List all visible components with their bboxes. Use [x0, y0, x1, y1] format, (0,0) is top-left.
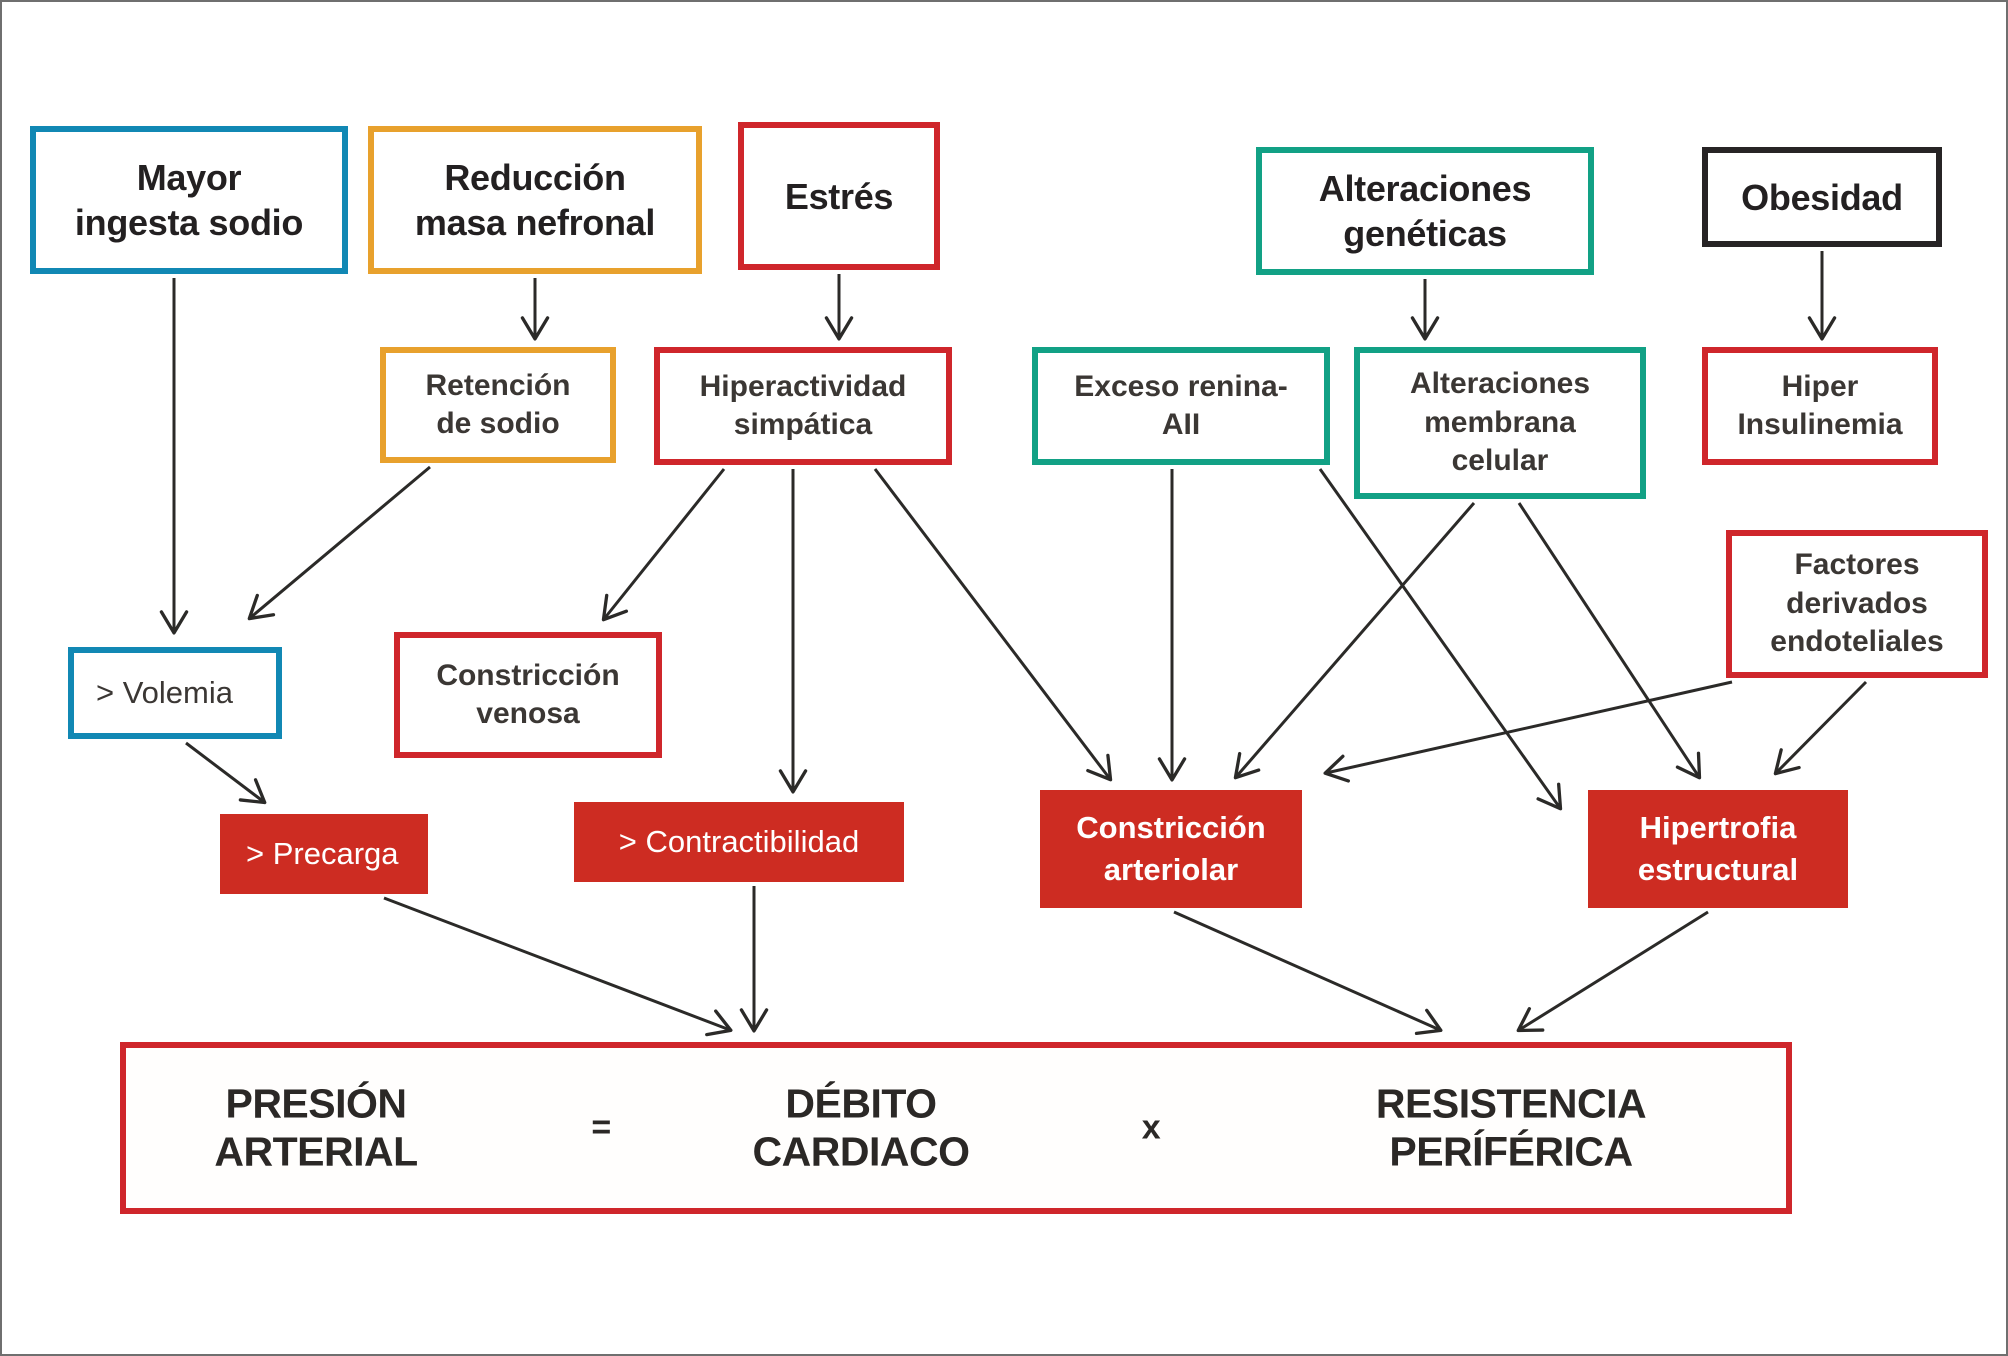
node-constriccion-arteriolar: Constricción arteriolar	[1040, 790, 1302, 908]
node-label: Mayor ingesta sodio	[74, 157, 304, 243]
arrow-hiperactividad-to-venosa	[601, 468, 726, 622]
equation-box: PRESIÓN ARTERIAL = DÉBITO CARDIACO x RES…	[120, 1042, 1792, 1214]
node-hipertrofia-estructural: Hipertrofia estructural	[1588, 790, 1848, 908]
equation-times-sign: x	[1141, 1108, 1161, 1147]
node-factores-derivados-endoteliales: Factores derivados endoteliales	[1726, 530, 1988, 678]
node-retencion-sodio: Retención de sodio	[380, 347, 616, 463]
node-label: > Volemia	[96, 674, 234, 710]
node-label: Estrés	[784, 175, 894, 217]
arrow-hipertrofia-to-equation	[1516, 910, 1709, 1033]
node-label: Obesidad	[1741, 176, 1903, 218]
node-label: Alteraciones genéticas	[1318, 168, 1532, 254]
node-estres: Estrés	[738, 122, 940, 270]
node-label: Reducción masa nefronal	[414, 157, 656, 243]
arrow-precarga-to-equation	[383, 896, 733, 1037]
node-exceso-renina-aii: Exceso renina- AII	[1032, 347, 1330, 465]
equation-debito-cardiaco: DÉBITO CARDIACO	[752, 1080, 970, 1175]
arrow-membrana-to-hipertrofia	[1517, 502, 1702, 780]
node-alteraciones-geneticas: Alteraciones genéticas	[1256, 147, 1594, 275]
arrow-factores-to-arteriolar	[1323, 680, 1733, 783]
node-label: > Precarga	[246, 835, 399, 871]
arrow-factores-to-hipertrofia	[1773, 680, 1868, 776]
node-label: Constricción arteriolar	[1076, 810, 1266, 887]
node-precarga: > Precarga	[220, 814, 428, 894]
node-label: Hipertrofia estructural	[1637, 810, 1799, 887]
node-mayor-ingesta-sodio: Mayor ingesta sodio	[30, 126, 348, 274]
node-hiperactividad-simpatica: Hiperactividad simpática	[654, 347, 952, 465]
node-label: Factores derivados endoteliales	[1770, 548, 1944, 659]
equation-presion-arterial: PRESIÓN ARTERIAL	[214, 1080, 418, 1175]
node-label: Constricción venosa	[436, 658, 620, 730]
node-label: Hiperactividad simpática	[699, 369, 907, 441]
node-label: Exceso renina- AII	[1074, 369, 1288, 441]
node-label: > Contractibilidad	[618, 823, 860, 859]
node-label: Retención de sodio	[425, 368, 571, 440]
node-constriccion-venosa: Constricción venosa	[394, 632, 662, 758]
node-obesidad: Obesidad	[1702, 147, 1942, 247]
arrow-hiperactividad-to-arteriolar	[873, 468, 1113, 782]
node-alteraciones-membrana-celular: Alteraciones membrana celular	[1354, 347, 1646, 499]
arrow-volemia-to-precarga	[185, 741, 267, 805]
node-label: Hiper Insulinemia	[1737, 369, 1903, 441]
node-contractibilidad: > Contractibilidad	[574, 802, 904, 882]
arrow-arteriolar-to-equation	[1173, 910, 1443, 1036]
node-reduccion-masa-nefronal: Reducción masa nefronal	[368, 126, 702, 274]
node-hiper-insulinemia: Hiper Insulinemia	[1702, 347, 1938, 465]
node-label: Alteraciones membrana celular	[1409, 367, 1591, 478]
arrow-retencion-to-volemia	[247, 465, 431, 621]
arrow-membrana-to-arteriolar	[1233, 502, 1476, 780]
equation-equals-sign: =	[591, 1108, 611, 1147]
equation-resistencia-periferica: RESISTENCIA PERÍFÉRICA	[1375, 1080, 1647, 1175]
arrow-exceso-to-hipertrofia	[1318, 468, 1563, 811]
node-volemia: > Volemia	[68, 647, 282, 739]
